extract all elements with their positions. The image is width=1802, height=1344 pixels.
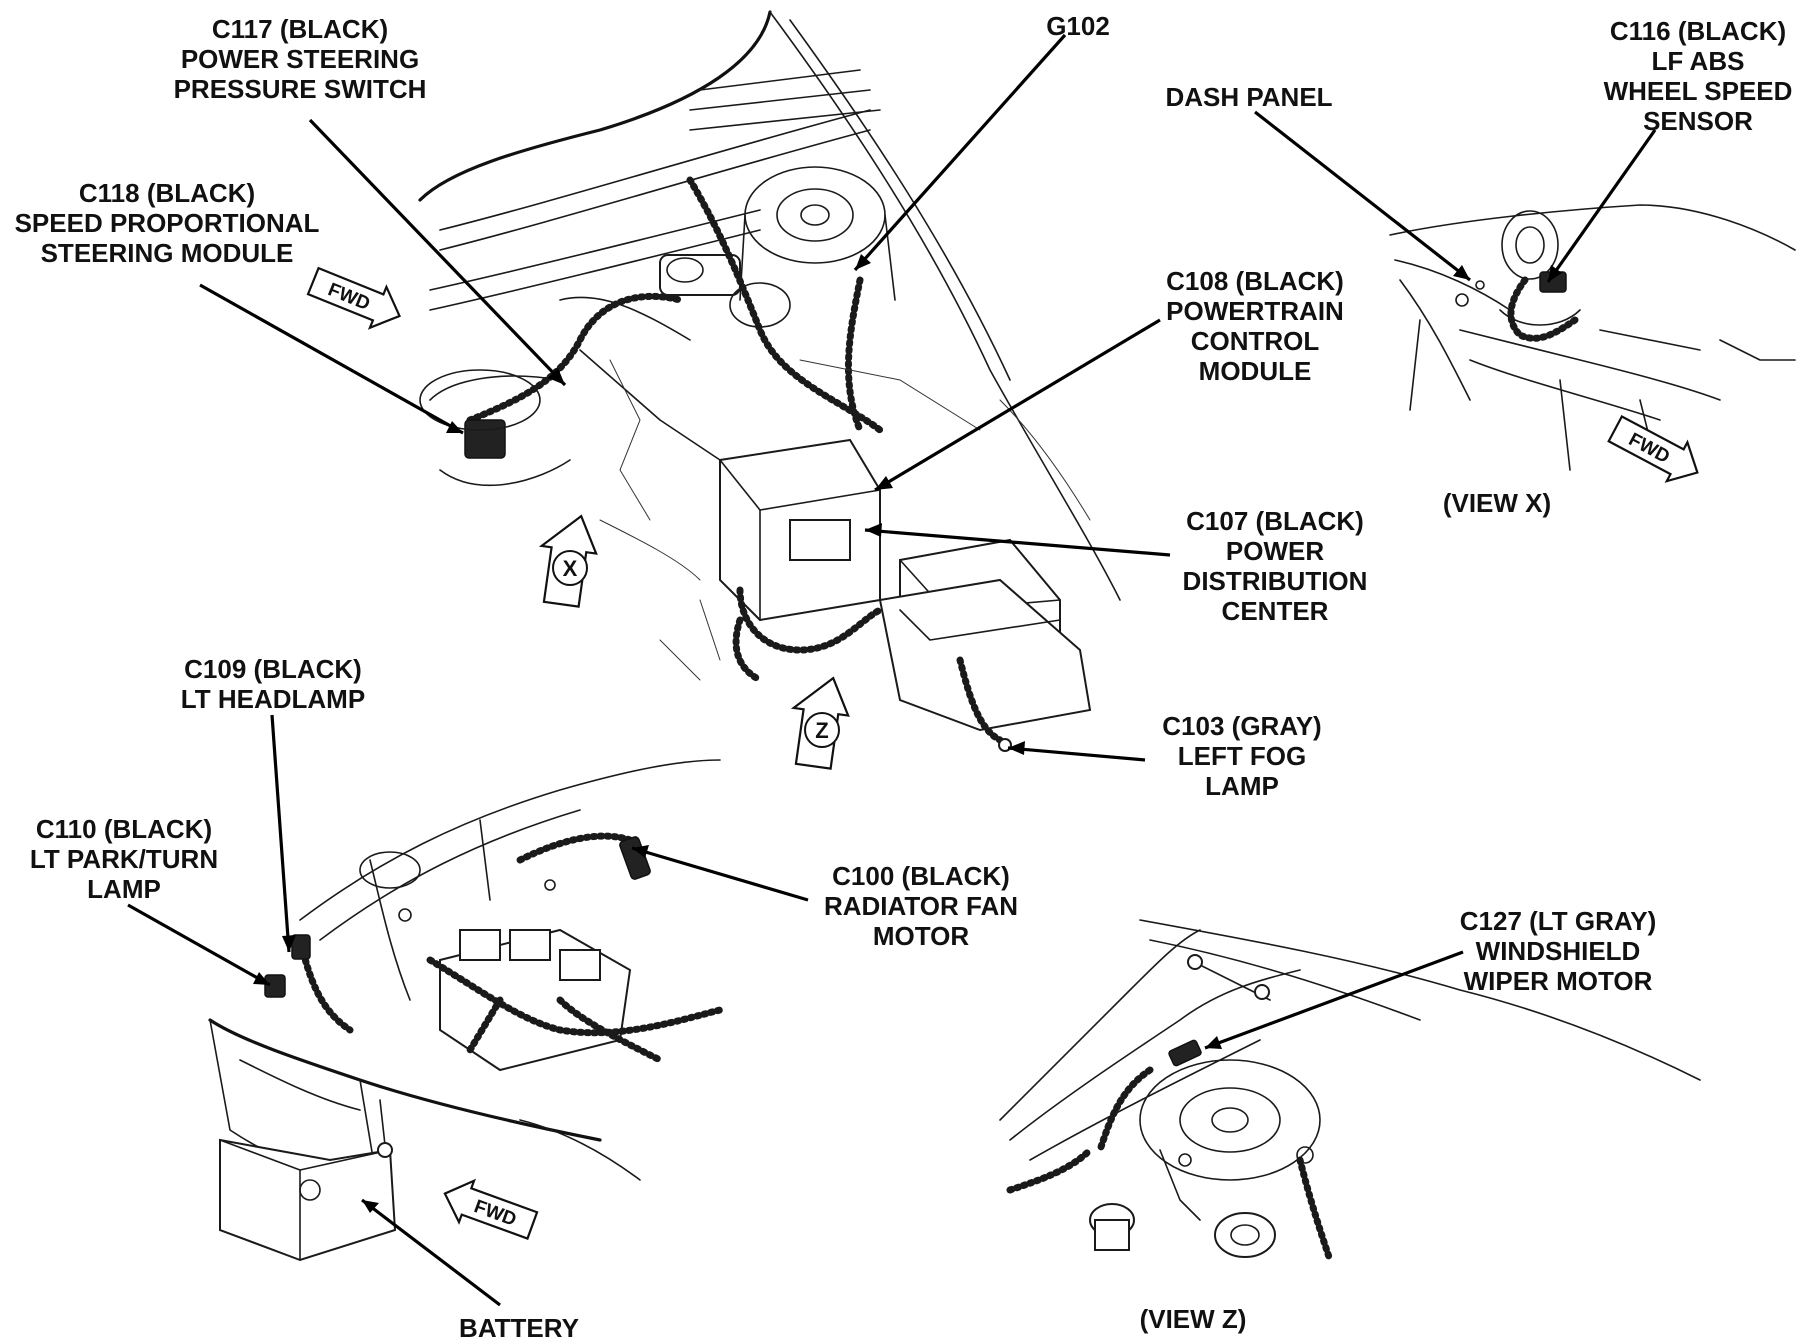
c127-leader-line xyxy=(1204,950,1464,1050)
main-engine-compartment-illustration xyxy=(418,10,1121,752)
view-z-inset-illustration xyxy=(999,919,1701,1264)
c109-line-2: LT HEADLAMP xyxy=(181,684,365,714)
view-z-caption: (VIEW Z) xyxy=(1140,1304,1247,1334)
dash-panel-leader-line xyxy=(1254,110,1471,282)
c107-leader-line xyxy=(864,528,1171,557)
c107-line-2: POWER xyxy=(1226,536,1324,566)
callout-c110: C110 (BLACK) LT PARK/TURN LAMP xyxy=(30,814,218,904)
c108-arrowhead xyxy=(875,476,893,490)
c116-line-3: WHEEL SPEED xyxy=(1604,76,1793,106)
c108-line-3: CONTROL xyxy=(1191,326,1320,356)
callout-c116: C116 (BLACK) LF ABS WHEEL SPEED SENSOR xyxy=(1604,16,1793,136)
front-end-illustration xyxy=(208,759,724,1262)
dash-panel-line-1: DASH PANEL xyxy=(1165,82,1332,112)
fwd-arrow-main: FWD xyxy=(306,266,401,330)
c107-line-3: DISTRIBUTION xyxy=(1183,566,1368,596)
c127-arrowhead xyxy=(1205,1036,1222,1049)
c100-arrowhead xyxy=(632,845,649,858)
view-x-marker-text: X xyxy=(563,556,578,581)
c118-arrowhead xyxy=(446,421,463,433)
view-z-marker-text: Z xyxy=(815,718,828,743)
c117-line-1: C117 (BLACK) xyxy=(212,14,388,44)
c103-arrowhead xyxy=(1008,741,1025,755)
c118-line-3: STEERING MODULE xyxy=(41,238,294,268)
c100-line-3: MOTOR xyxy=(873,921,970,951)
c117-line-3: PRESSURE SWITCH xyxy=(174,74,427,104)
callout-dash-panel: DASH PANEL xyxy=(1165,82,1332,112)
c100-leader-line xyxy=(631,846,809,902)
view-z-marker: Z xyxy=(790,676,850,770)
fwd-arrow-view-x: FWD xyxy=(1607,415,1699,483)
c108-line-4: MODULE xyxy=(1199,356,1312,386)
c118-line-1: C118 (BLACK) xyxy=(79,178,255,208)
c127-line-1: C127 (LT GRAY) xyxy=(1460,906,1657,936)
c110-line-1: C110 (BLACK) xyxy=(36,814,212,844)
callout-c127: C127 (LT GRAY) WINDSHIELD WIPER MOTOR xyxy=(1460,906,1657,996)
battery-line-1: BATTERY xyxy=(459,1313,579,1343)
c116-line-4: SENSOR xyxy=(1643,106,1753,136)
c110-line-3: LAMP xyxy=(87,874,161,904)
battery-leader-line xyxy=(361,1198,501,1307)
c110-line-2: LT PARK/TURN xyxy=(30,844,218,874)
view-x-inset-illustration xyxy=(1389,204,1796,471)
c117-arrowhead xyxy=(548,368,565,385)
c103-line-2: LEFT FOG xyxy=(1178,741,1307,771)
c108-line-1: C108 (BLACK) xyxy=(1166,266,1344,296)
leader-lines xyxy=(127,33,1657,1307)
c127-line-3: WIPER MOTOR xyxy=(1464,966,1653,996)
callout-g102: G102 xyxy=(1046,11,1110,41)
view-x-marker: X xyxy=(538,514,598,608)
c116-line-2: LF ABS xyxy=(1652,46,1745,76)
callout-c100: C100 (BLACK) RADIATOR FAN MOTOR xyxy=(824,861,1018,951)
fwd-arrow-lower: FWD xyxy=(443,1178,539,1240)
g102-line-1: G102 xyxy=(1046,11,1110,41)
c100-line-2: RADIATOR FAN xyxy=(824,891,1018,921)
callout-battery: BATTERY xyxy=(459,1313,579,1343)
callout-c107: C107 (BLACK) POWER DISTRIBUTION CENTER xyxy=(1183,506,1368,626)
c100-line-1: C100 (BLACK) xyxy=(832,861,1010,891)
c109-line-1: C109 (BLACK) xyxy=(184,654,362,684)
view-x-caption: (VIEW X) xyxy=(1443,488,1551,518)
c116-line-1: C116 (BLACK) xyxy=(1610,16,1786,46)
c103-line-3: LAMP xyxy=(1205,771,1279,801)
g102-leader-line xyxy=(853,33,1067,272)
c108-leader-line xyxy=(874,318,1161,492)
c116-arrowhead xyxy=(1548,265,1562,282)
g102-arrowhead xyxy=(855,254,871,270)
dash-panel-arrowhead xyxy=(1453,265,1470,280)
c110-arrowhead xyxy=(253,972,270,985)
c109-arrowhead xyxy=(282,935,296,952)
c117-line-2: POWER STEERING xyxy=(181,44,419,74)
c107-arrowhead xyxy=(865,523,882,537)
c127-line-2: WINDSHIELD xyxy=(1476,936,1641,966)
c107-line-1: C107 (BLACK) xyxy=(1186,506,1364,536)
c117-leader-line xyxy=(308,118,567,387)
c116-leader-line xyxy=(1546,129,1657,283)
c103-line-1: C103 (GRAY) xyxy=(1162,711,1321,741)
battery-arrowhead xyxy=(362,1200,379,1213)
c103-leader-line xyxy=(1007,746,1146,762)
c108-line-2: POWERTRAIN xyxy=(1166,296,1344,326)
c107-line-4: CENTER xyxy=(1222,596,1329,626)
callout-c117: C117 (BLACK) POWER STEERING PRESSURE SWI… xyxy=(174,14,427,104)
c118-leader-line xyxy=(199,283,464,435)
c118-line-2: SPEED PROPORTIONAL xyxy=(15,208,320,238)
callout-c103: C103 (GRAY) LEFT FOG LAMP xyxy=(1162,711,1321,801)
callout-c118: C118 (BLACK) SPEED PROPORTIONAL STEERING… xyxy=(15,178,320,268)
c109-leader-line xyxy=(270,714,291,953)
c110-leader-line xyxy=(127,903,271,987)
callout-c108: C108 (BLACK) POWERTRAIN CONTROL MODULE xyxy=(1166,266,1344,386)
callout-c109: C109 (BLACK) LT HEADLAMP xyxy=(181,654,365,714)
